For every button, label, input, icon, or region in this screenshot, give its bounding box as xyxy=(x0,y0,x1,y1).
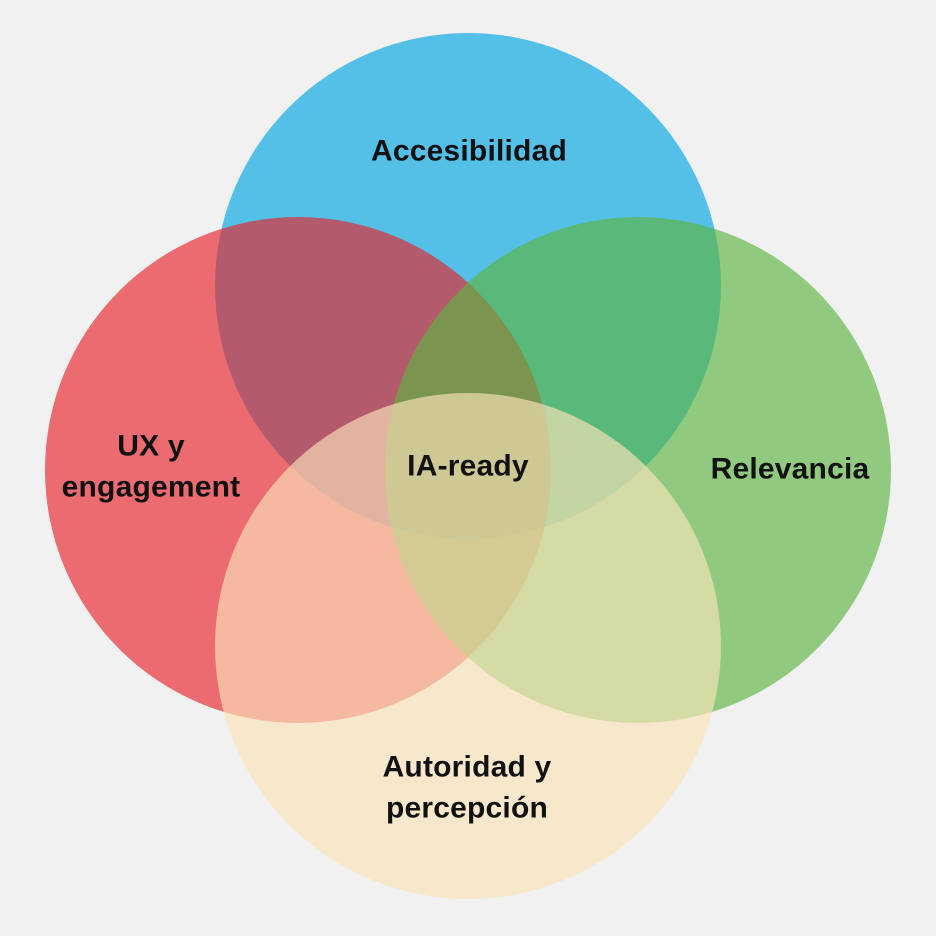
circle-autoridad-percepcion xyxy=(215,393,721,899)
label-relevancia: Relevancia xyxy=(710,452,870,486)
label-accesibilidad: Accesibilidad xyxy=(370,134,568,168)
label-autoridad-percepcion: Autoridad y percepción xyxy=(382,750,552,825)
label-ia-ready: IA-ready xyxy=(407,449,529,483)
label-ux-engagement: UX y engagement xyxy=(61,429,241,504)
